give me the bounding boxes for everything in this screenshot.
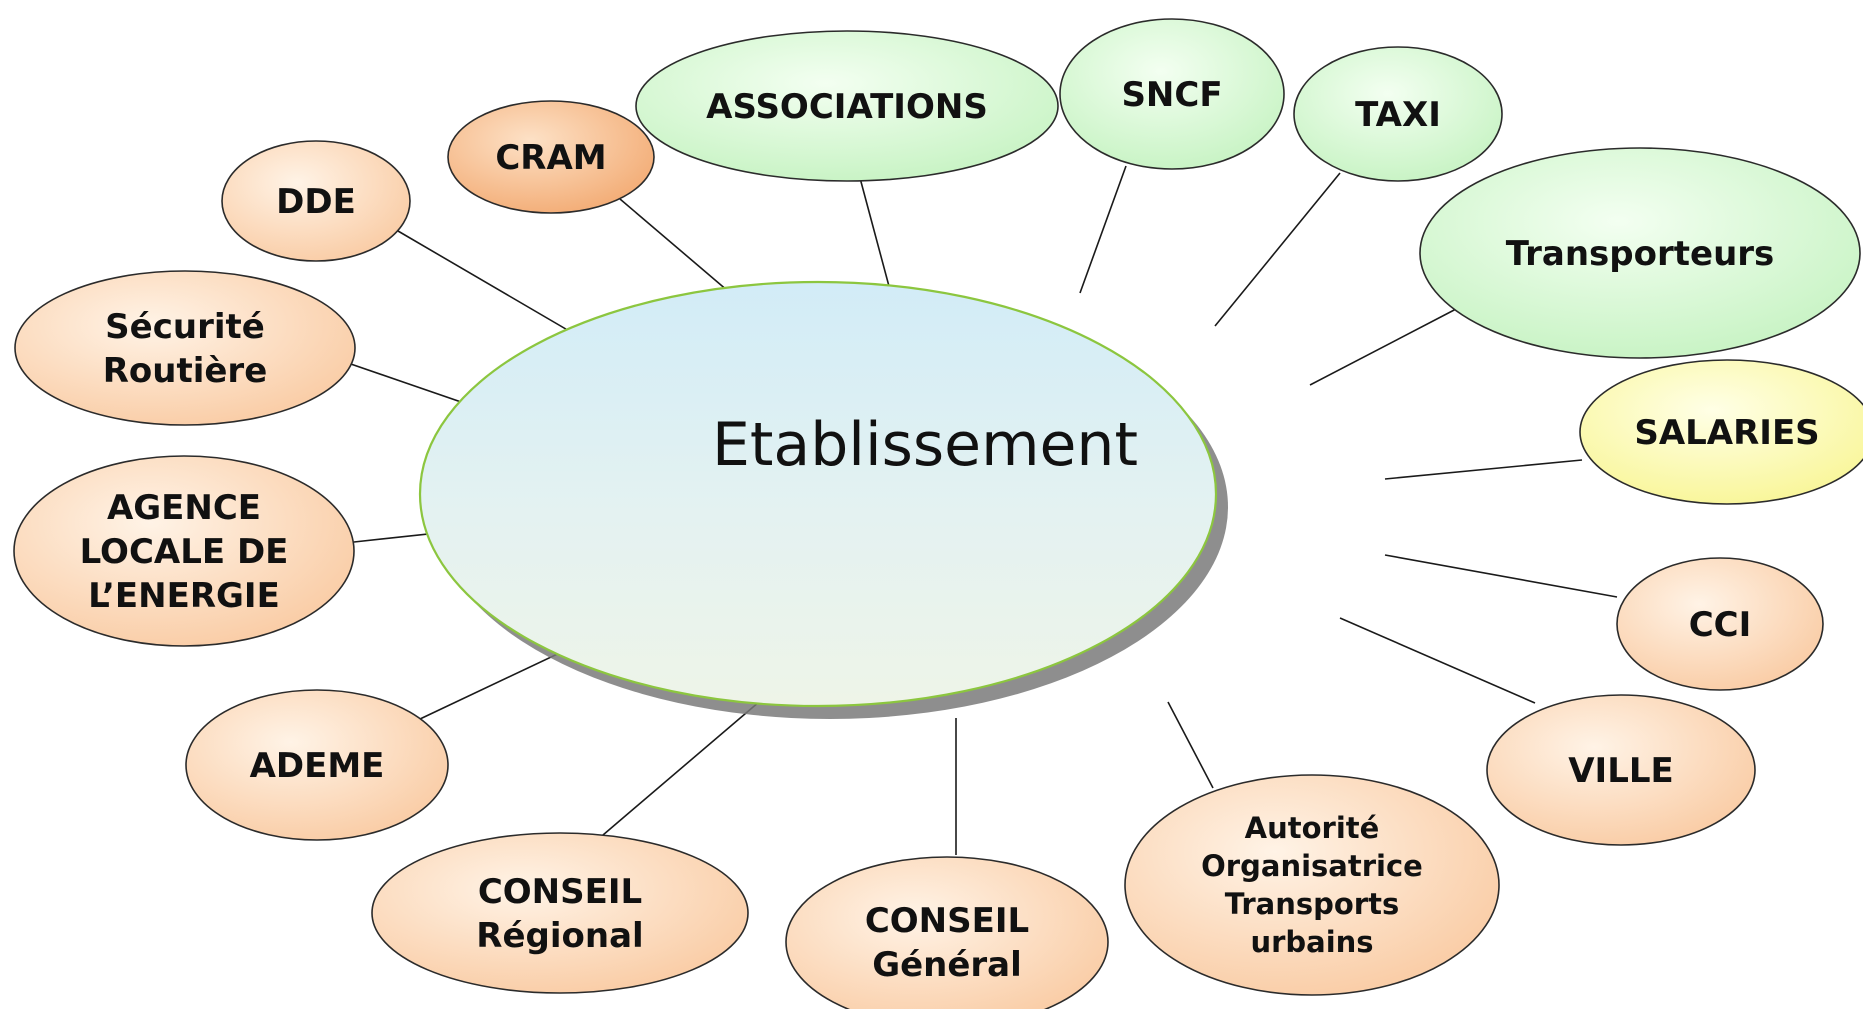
node-sncf: SNCF [1059,18,1285,170]
connector-salaries [1384,459,1583,480]
node-shape-associations [635,30,1059,182]
node-shape-cci [1616,557,1824,691]
node-shape-securite [14,270,356,426]
node-label-conseil-general: Général [872,945,1022,985]
node-label-associations: ASSOCIATIONS [706,87,988,127]
connector-associations [859,177,891,291]
center-outline [418,280,1218,708]
connector-autorite [1167,701,1214,789]
node-shape-autorite [1124,774,1500,996]
node-shape-conseil-regional [371,832,749,994]
node-shape-sncf [1059,18,1285,170]
node-shape-agence [13,455,355,647]
node-salaries: SALARIES [1579,359,1863,505]
node-shape-salaries [1579,359,1863,505]
node-label-securite: Routière [103,351,268,391]
node-label-salaries: SALARIES [1634,413,1819,453]
node-shape-transporteurs [1419,147,1861,359]
node-shape-dde [221,140,411,262]
node-dde: DDE [221,140,411,262]
node-label-agence: LOCALE DE [80,532,289,572]
node-label-autorite: Autorité [1245,811,1380,845]
node-label-conseil-regional: CONSEIL [478,872,642,912]
node-taxi: TAXI [1293,46,1503,182]
node-label-autorite: urbains [1250,925,1373,959]
connector-transporteurs [1309,307,1459,386]
node-label-ademe: ADEME [250,746,385,786]
node-label-conseil-regional: Régional [476,916,643,956]
center-node: Etablissement [418,280,1370,730]
node-shape-ademe [185,689,449,841]
node-cci: CCI [1616,557,1824,691]
node-label-cci: CCI [1689,605,1752,645]
node-label-cram: CRAM [495,138,606,178]
center-fill [420,282,1216,706]
center-photo-building [1270,330,1370,730]
connector-taxi [1214,172,1341,327]
node-transporteurs: Transporteurs [1419,147,1861,359]
node-label-agence: AGENCE [107,488,261,528]
connector-conseil-regional [602,689,774,836]
node-shape-ville [1486,694,1756,846]
node-label-taxi: TAXI [1355,95,1441,135]
node-label-conseil-general: CONSEIL [865,901,1029,941]
connector-cci [1384,554,1618,598]
node-label-dde: DDE [276,182,356,222]
node-label-autorite: Transports [1225,887,1399,921]
node-label-sncf: SNCF [1121,75,1222,115]
node-associations: ASSOCIATIONS [635,30,1059,182]
satellite-nodes: DDE CRAM ASSOCIATIONS SNCF TAXI Transporteurs… [13,18,1863,1009]
connector-ville [1339,617,1536,704]
node-shape-conseil-general [785,856,1109,1009]
node-label-securite: Sécurité [105,307,265,347]
node-label-agence: L’ENERGIE [88,576,280,616]
node-shape-taxi [1293,46,1503,182]
center-label: Etablissement [712,410,1138,480]
node-ademe: ADEME [185,689,449,841]
node-shape-cram [447,100,655,214]
connector-sncf [1079,165,1127,294]
node-ville: VILLE [1486,694,1756,846]
node-label-ville: VILLE [1568,751,1674,791]
node-label-autorite: Organisatrice [1201,849,1423,883]
node-cram: CRAM [447,100,655,214]
node-label-transporteurs: Transporteurs [1506,234,1775,274]
